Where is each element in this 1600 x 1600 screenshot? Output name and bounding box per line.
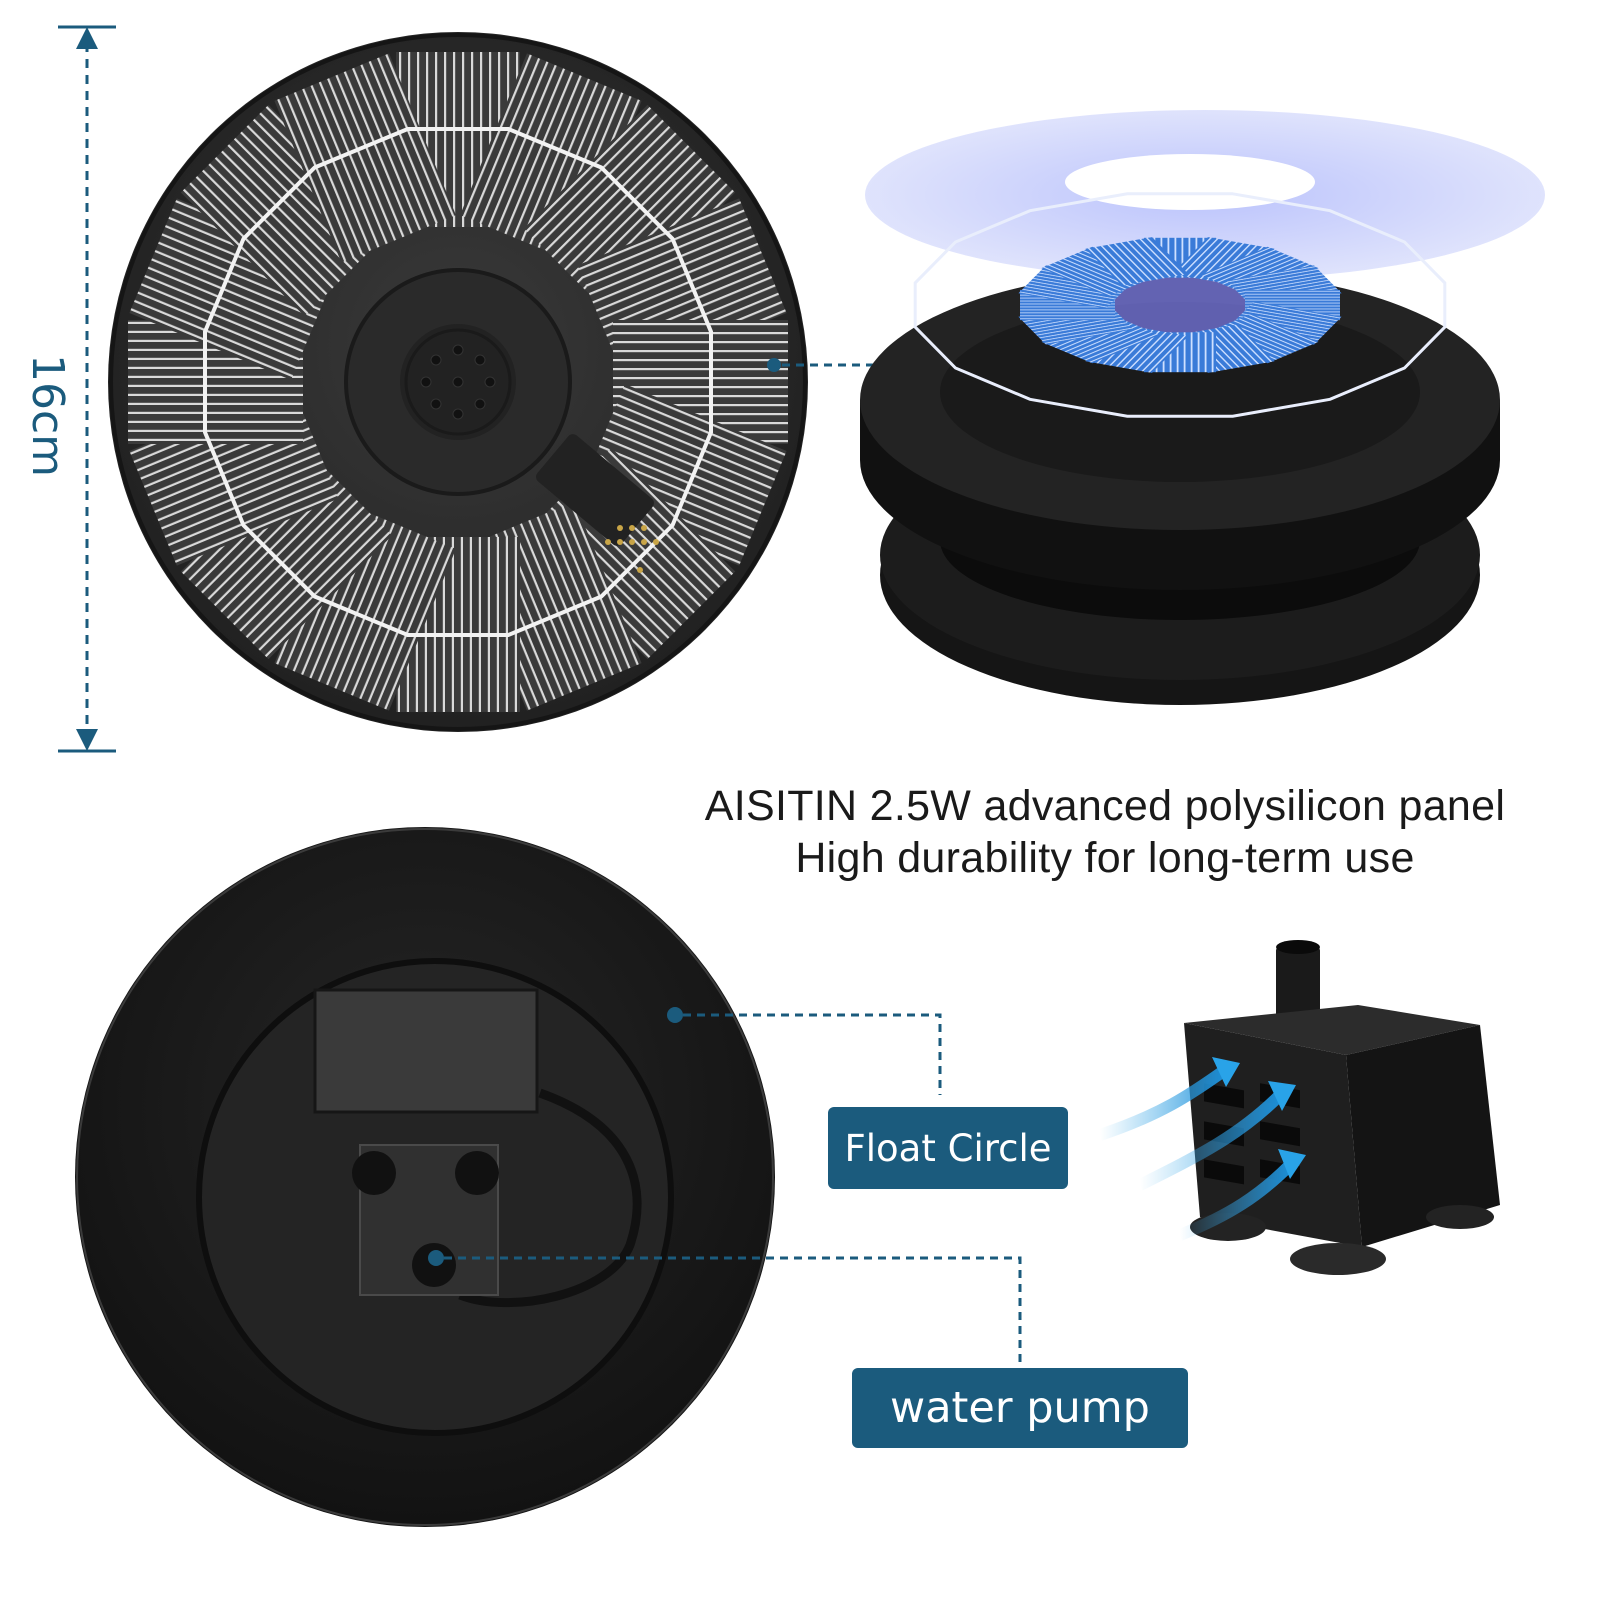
float-circle-connector [667,1007,942,1095]
float-circle-label: Float Circle [828,1107,1068,1189]
solar-cell-exploded [1085,237,1189,286]
solar-cell [180,104,393,317]
exploded-view [860,110,1545,705]
float-underside-view [75,827,775,1527]
water-flow-arrow-icon [1100,1057,1306,1241]
dimension-text: 16cm [22,353,74,477]
dimension-arrow-icon [58,25,116,753]
solar-cell [523,104,736,317]
solar-cell [180,447,393,660]
solar-panel-top-view [108,32,808,732]
callout-dot-icon [767,358,895,372]
solar-cell [274,53,456,263]
water-pump-label: water pump [852,1368,1188,1448]
water-pump-connector [428,1250,1022,1365]
headline-line1: AISITIN 2.5W advanced polysilicon panel [704,782,1506,830]
headline-line2: High durability for long-term use [795,834,1415,882]
dimension-label: 16cm [18,350,78,480]
solar-cells [128,52,788,712]
water-pump-image [1100,940,1500,1275]
